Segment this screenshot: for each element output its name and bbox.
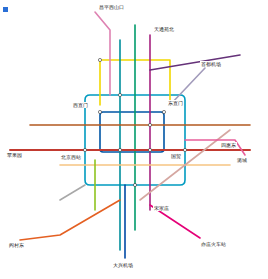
line-7 (60, 164, 230, 166)
station-name: 苹果园 (6, 152, 23, 158)
station-name: 天通苑北 (153, 26, 175, 32)
station-name: 国贸 (170, 153, 182, 159)
station-name: 首都机场 (200, 61, 222, 67)
daxing-airport-line (124, 185, 126, 258)
line-s (60, 185, 85, 200)
line-2 (100, 112, 164, 152)
changping-line (95, 12, 110, 95)
map-icon (3, 7, 8, 12)
station-name: 阎村东 (8, 242, 25, 248)
batong-line (185, 140, 245, 155)
line-6 (30, 124, 250, 126)
station-name: 昌平西山口 (98, 4, 125, 10)
line-5 (149, 35, 151, 210)
line-15 (150, 55, 240, 70)
station-name: 四惠东 (220, 142, 237, 148)
line-9 (94, 160, 96, 210)
station-name: 大兴机场 (112, 262, 134, 268)
station-name: 宋家庄 (153, 205, 170, 211)
station-name: 潞城 (236, 157, 248, 163)
line-4 (119, 40, 121, 250)
line-1 (10, 149, 250, 151)
station-name: 西直门 (72, 102, 89, 108)
station-name: 东直门 (167, 100, 184, 106)
station-name: 亦庄火车站 (200, 241, 227, 247)
line-8 (134, 25, 136, 230)
fangshan-line (20, 200, 120, 240)
yizhuang-line (150, 205, 200, 238)
station-name: 北京西站 (60, 154, 82, 160)
